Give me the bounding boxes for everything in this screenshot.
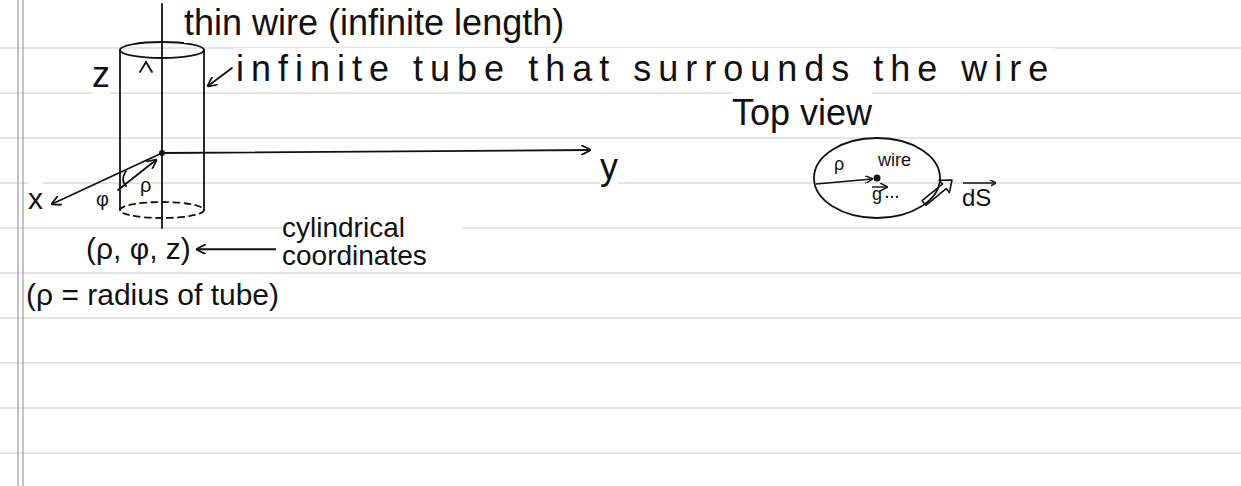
y-axis [162,150,590,153]
tube-side [119,50,121,210]
pointer-arrow [197,248,276,250]
wire-dot [874,175,881,182]
radius-arrow [816,179,872,184]
trailing-dot [891,196,893,198]
ruled-line [0,182,1241,183]
ruled-line [0,362,1241,363]
radius-label: ρ [834,154,844,175]
top-view-circle: ρ wire g [812,136,942,220]
note-text: thin wire (infinite length) [184,2,564,43]
ruled-lines [0,48,1241,453]
phi-arc [123,171,126,186]
surface-vector-arrow [922,180,952,205]
circle-outline [812,136,942,220]
ruled-line [0,407,1241,408]
ruled-line [0,272,1241,273]
ruled-line [0,452,1241,453]
thin-wire [161,4,163,228]
margin-line [22,0,23,486]
angle-label: φ [96,188,109,211]
field-label: g [872,184,882,205]
tube-bottom [120,202,204,218]
vector-label: dS [962,184,991,212]
leader-arrow [208,68,232,86]
radius-label: ρ [140,174,151,197]
margin-line [17,0,18,486]
note-text: (ρ = radius of tube) [26,278,279,313]
axis-label: z [92,54,110,95]
ruled-line [0,227,1241,228]
origin-dot [159,150,165,156]
trailing-dot [896,196,898,198]
tube-top [120,42,204,58]
margin-lines [18,0,23,486]
cross-section [814,138,940,218]
view-title: Top view [732,92,872,133]
ruled-line [0,137,1241,138]
axis-label: x [28,182,43,217]
wire-label: wire [878,150,911,171]
note-text: infinite tube that surrounds the wire [236,48,1055,89]
trailing-dot [886,196,888,198]
ruled-line [0,317,1241,318]
axis-label: y [600,146,618,187]
note-text: cylindrical coordinates [282,214,462,270]
ruled-line [0,92,1241,93]
tube-side [203,50,205,210]
coordinate-tuple: (ρ, φ, z) [86,232,191,267]
z-axis-arrowhead [140,62,152,72]
